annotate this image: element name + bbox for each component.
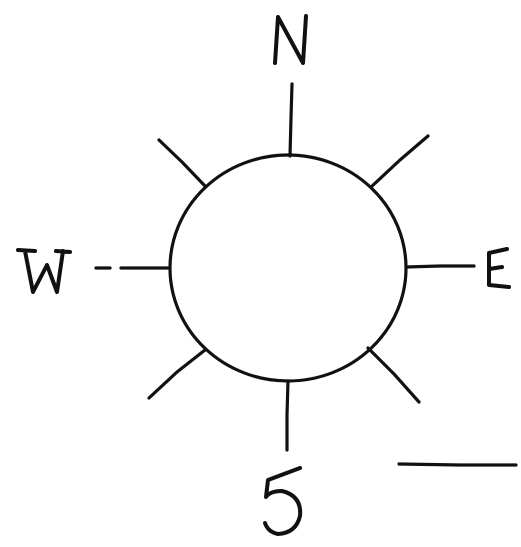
- tick-east: [404, 264, 476, 269]
- tick-north: [288, 82, 294, 158]
- east-letter: [487, 247, 511, 289]
- stray-line: [397, 462, 518, 467]
- north-letter: [273, 14, 308, 65]
- tick-southeast: [366, 346, 421, 404]
- compass-circle: [168, 153, 408, 383]
- tick-southwest: [147, 348, 207, 400]
- west-letter: [16, 248, 72, 294]
- tick-northwest: [157, 138, 207, 188]
- tick-south: [285, 379, 290, 452]
- south-letter: [263, 466, 303, 536]
- tick-northeast: [369, 134, 430, 189]
